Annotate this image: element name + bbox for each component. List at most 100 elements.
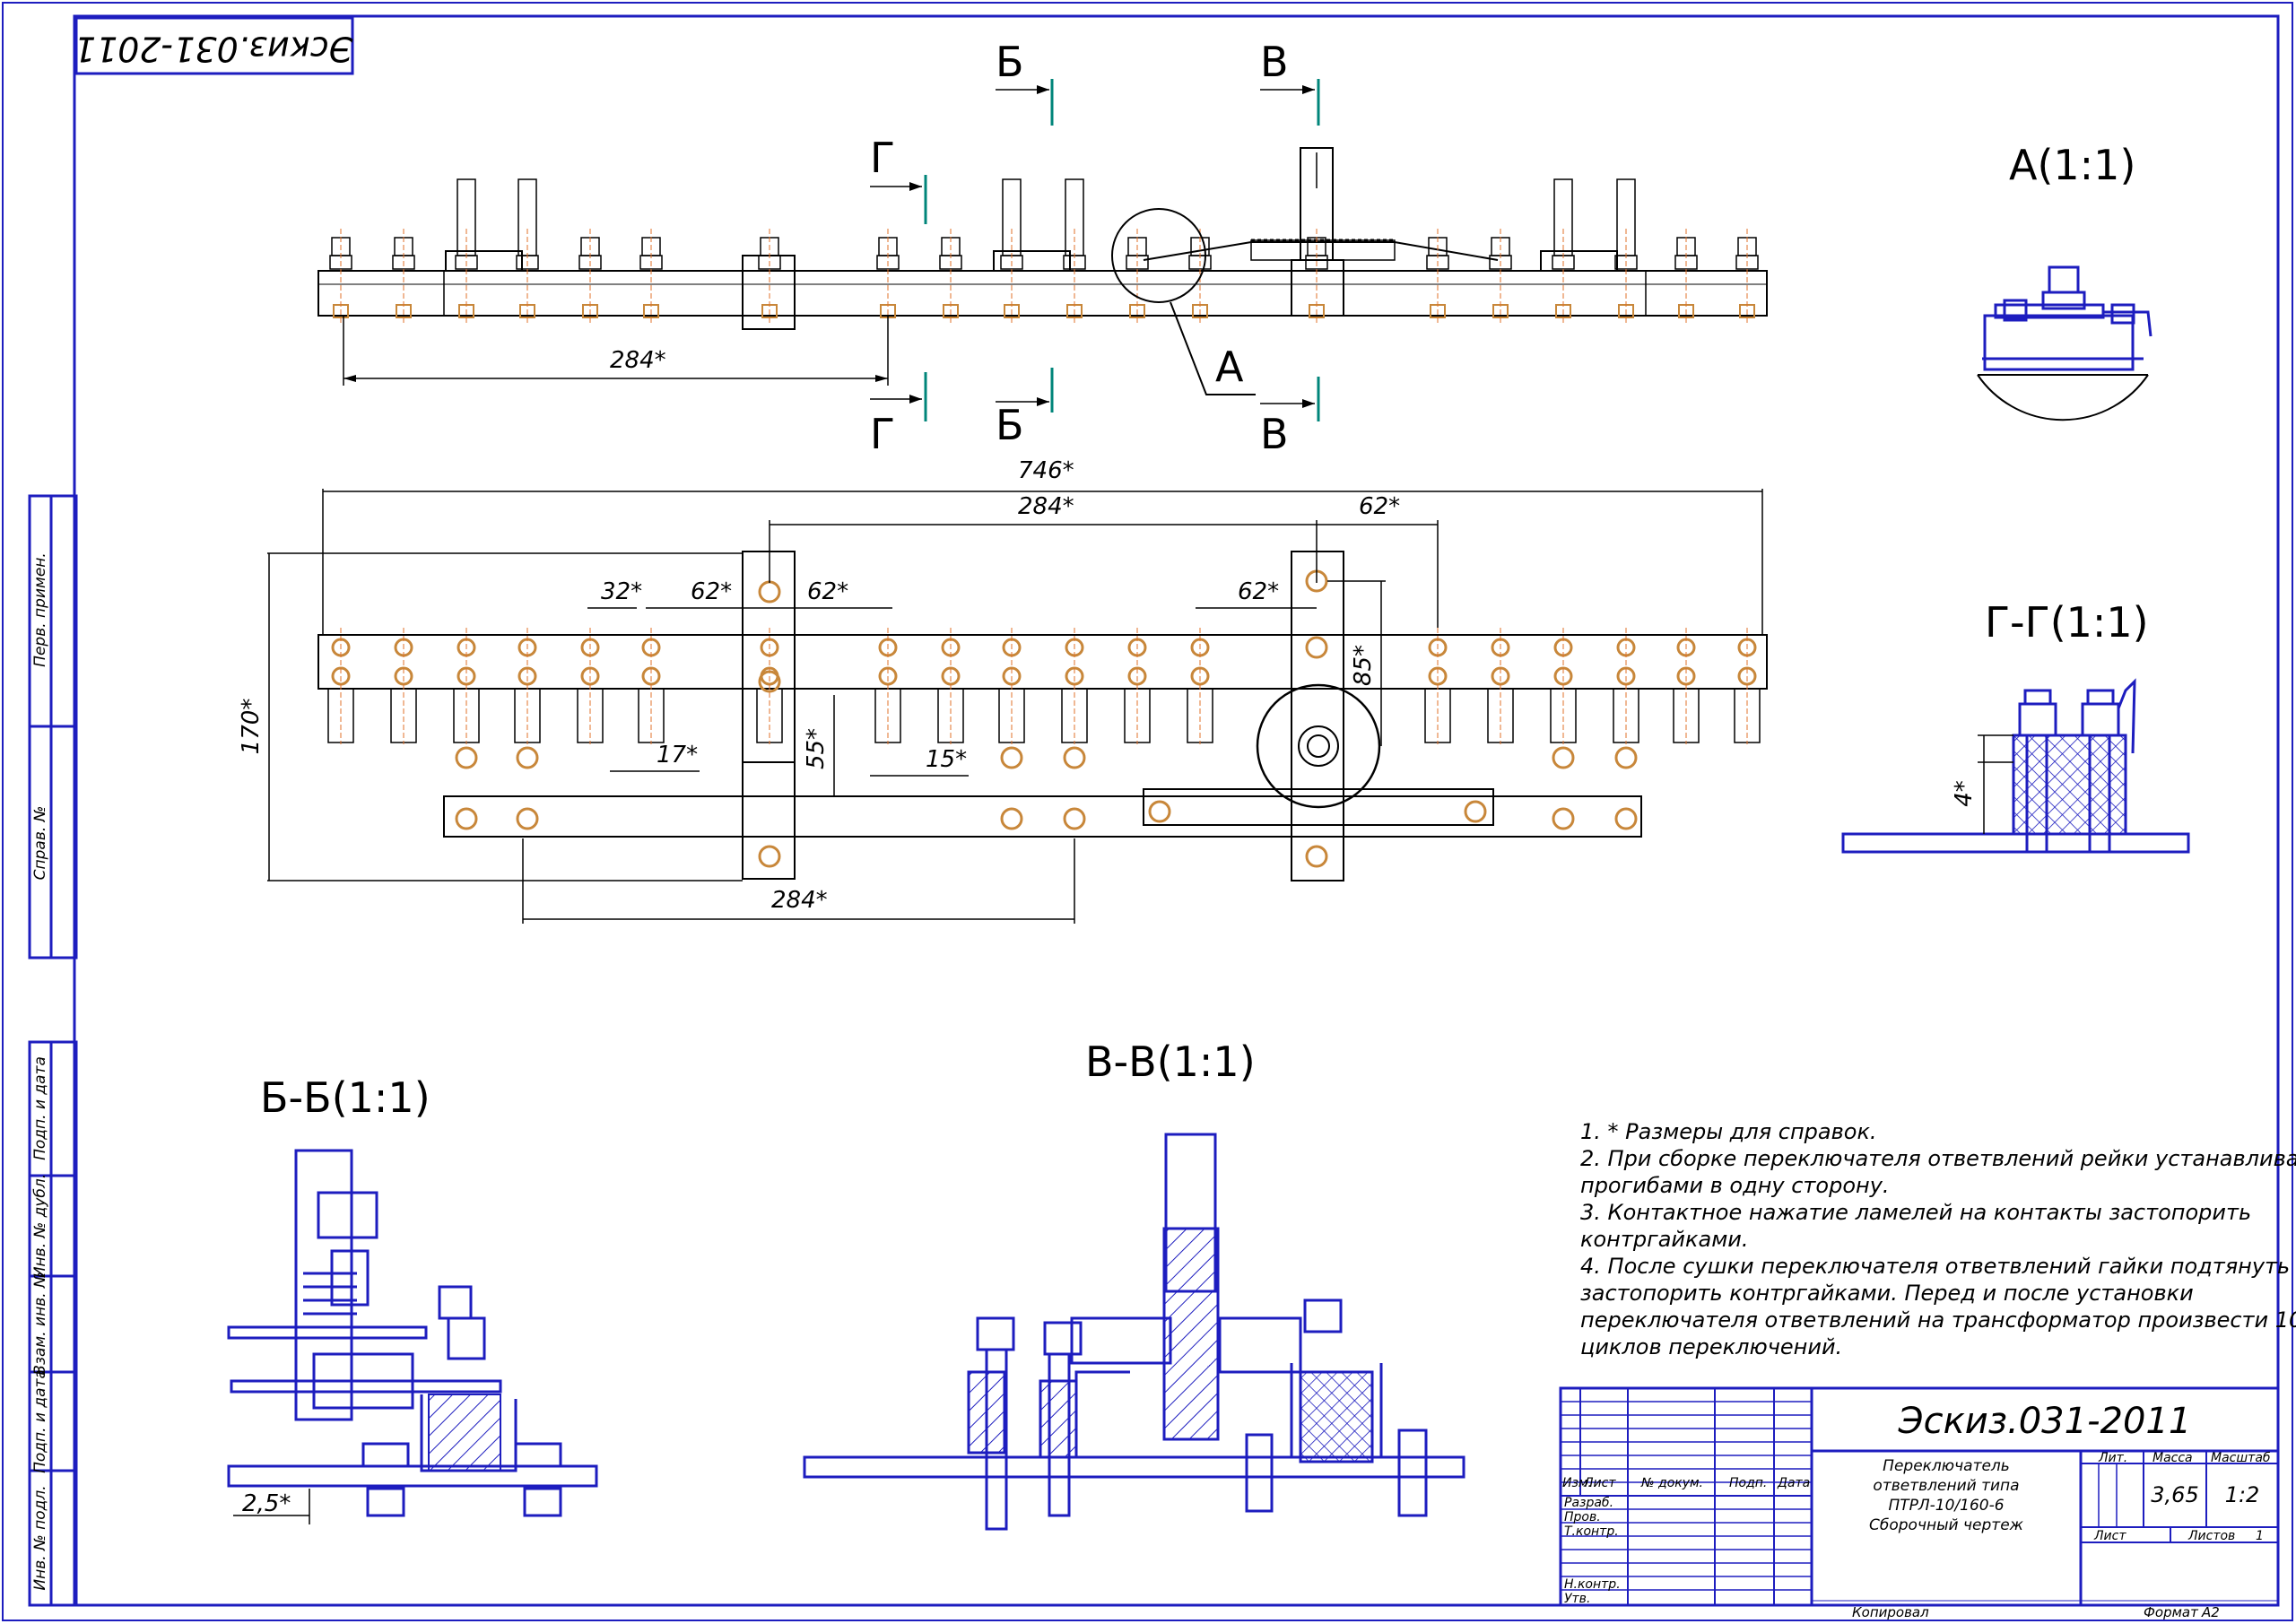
note-line-3: прогибами в одну сторону. [1580, 1173, 1890, 1198]
section-b-title: Б-Б(1:1) [260, 1073, 430, 1122]
dim-85: 85* [1350, 645, 1377, 686]
plan-fixing-hole [1148, 800, 1171, 823]
tb-designation: Эскиз.031-2011 [1898, 1401, 2192, 1442]
dim-284-span: 284* [1018, 493, 1074, 520]
side-label-vzam: Взам. инв. № [31, 1272, 49, 1375]
plan-bar [317, 634, 1768, 690]
tb-col-izm: Изм. [1562, 1476, 1592, 1490]
plan-fixing-hole [758, 580, 781, 604]
tb-col-list: Лист [1583, 1476, 1616, 1490]
tb-name-3: ПТРЛ-10/160-6 [1888, 1497, 2004, 1515]
tb-col-data: Дата [1777, 1476, 1810, 1490]
tb-scale: 1:2 [2225, 1482, 2260, 1507]
tb-name-1: Переключатель [1883, 1457, 2010, 1475]
detail-a-circle [1111, 208, 1206, 303]
tb-mass-label: Масса [2152, 1451, 2193, 1465]
plan-contact-upper [1552, 746, 1575, 769]
tb-col-doc: № докум. [1640, 1476, 1703, 1490]
plan-contact-lower [1552, 807, 1575, 830]
side-strip [28, 494, 78, 1607]
side-label-podp1: Подп. и дата [31, 1056, 49, 1160]
dim-746: 746* [1018, 457, 1074, 484]
plan-contact-lower [1000, 807, 1023, 830]
tb-row-nkontr: Н.контр. [1564, 1577, 1621, 1592]
plan-view: 746* 284* 62* 32* 62* 62* 62* 170* 55* 8… [238, 457, 1768, 924]
plan-contact-lower [1063, 807, 1086, 830]
plan-contact-lower [455, 807, 478, 830]
plan-contact-upper [455, 746, 478, 769]
note-line-6: 4. После сушки переключателя ответвлений… [1580, 1254, 2296, 1279]
tb-format-label: Формат [2144, 1604, 2199, 1620]
tb-sheet-label: Лист [2093, 1529, 2126, 1543]
top-stamp-text: Эскиз.031-2011 [74, 30, 353, 69]
tb-sheets-label: Листов [2187, 1529, 2235, 1543]
title-block [1559, 1386, 2280, 1607]
note-line-5: контргайками. [1580, 1227, 1749, 1252]
tb-copied: Копировал [1852, 1604, 1929, 1620]
section-g-view: Г-Г(1:1) 4* [1841, 598, 2190, 854]
dim-top-284: 284* [610, 347, 666, 374]
plan-contact-upper [1000, 746, 1023, 769]
mark-a: А [1215, 343, 1244, 391]
tb-col-podp: Подп. [1729, 1476, 1767, 1490]
front-view: А 284* [317, 147, 1768, 395]
plan-contact-upper [516, 746, 539, 769]
tb-row-tkontr: Т.контр. [1564, 1524, 1619, 1539]
dim-2-5: 2,5* [242, 1490, 291, 1517]
dim-55: 55* [803, 728, 830, 769]
section-g-title: Г-Г(1:1) [1985, 598, 2149, 647]
tb-row-razrab: Разраб. [1564, 1496, 1613, 1510]
dim-62-b: 62* [807, 578, 848, 605]
section-v-title: В-В(1:1) [1085, 1038, 1256, 1086]
front-bolt-stud [1553, 178, 1573, 256]
tb-sheets: 1 [2256, 1529, 2264, 1543]
plan-drive-disc [1256, 683, 1381, 809]
front-bolt-stud [517, 178, 537, 256]
section-v-view: В-В(1:1) [803, 1038, 1465, 1531]
plan-fixing-hole [1305, 845, 1328, 868]
side-label-dubl: Инв. № дубл. [31, 1174, 49, 1278]
dim-4: 4* [1951, 780, 1978, 807]
note-line-4: 3. Контактное нажатие ламелей на контакт… [1580, 1200, 2251, 1225]
plan-fixing-hole [758, 845, 781, 868]
tb-name-2: ответвлений типа [1873, 1477, 2019, 1495]
front-bolt-stud [1616, 178, 1636, 256]
tb-scale-label: Масштаб [2211, 1451, 2271, 1465]
tb-name-4: Сборочный чертеж [1869, 1516, 2024, 1534]
mark-v-top: В [1260, 38, 1289, 86]
dim-17: 17* [657, 742, 698, 769]
plan-fixing-hole [1464, 800, 1487, 823]
tb-mass: 3,65 [2151, 1482, 2198, 1507]
front-bar [317, 270, 1768, 317]
mark-v-bottom: В [1260, 410, 1289, 458]
top-stamp: Эскиз.031-2011 [74, 16, 354, 75]
note-line-7: застопорить контргайками. Перед и после … [1580, 1281, 2194, 1306]
side-label-sprav: Справ. № [31, 806, 49, 881]
mark-g-bottom: Г [870, 410, 895, 458]
inner-frame [73, 14, 2280, 1607]
front-bolt-stud [1002, 178, 1022, 256]
note-line-1: 1. * Размеры для справок. [1580, 1119, 1877, 1144]
side-label-perv: Перв. примен. [31, 552, 49, 667]
note-line-8: переключателя ответвлений на трансформат… [1580, 1307, 2296, 1333]
section-markers: Б Б В В Г Г [870, 38, 1320, 458]
detail-a-view: А(1:1) [1977, 141, 2152, 421]
plan-fixing-hole [758, 670, 781, 693]
tb-lit-label: Лит. [2098, 1451, 2127, 1465]
dim-170: 170* [238, 699, 265, 755]
tb-format: А2 [2201, 1604, 2220, 1620]
dim-62-right: 62* [1359, 493, 1400, 520]
plan-contact-lower [1614, 807, 1638, 830]
technical-notes: 1. * Размеры для справок. 2. При сборке … [1580, 1119, 2296, 1359]
front-bolt-stud [1065, 178, 1084, 256]
tb-row-prov: Пров. [1564, 1510, 1601, 1524]
tb-row-utv: Утв. [1564, 1592, 1590, 1606]
mark-g-top: Г [870, 134, 895, 182]
dim-62-c: 62* [1238, 578, 1279, 605]
plan-contact-lower [516, 807, 539, 830]
dim-62-a: 62* [691, 578, 732, 605]
section-b-view: Б-Б(1:1) 2,5* [227, 1073, 598, 1524]
mark-b-bottom: Б [996, 401, 1024, 449]
